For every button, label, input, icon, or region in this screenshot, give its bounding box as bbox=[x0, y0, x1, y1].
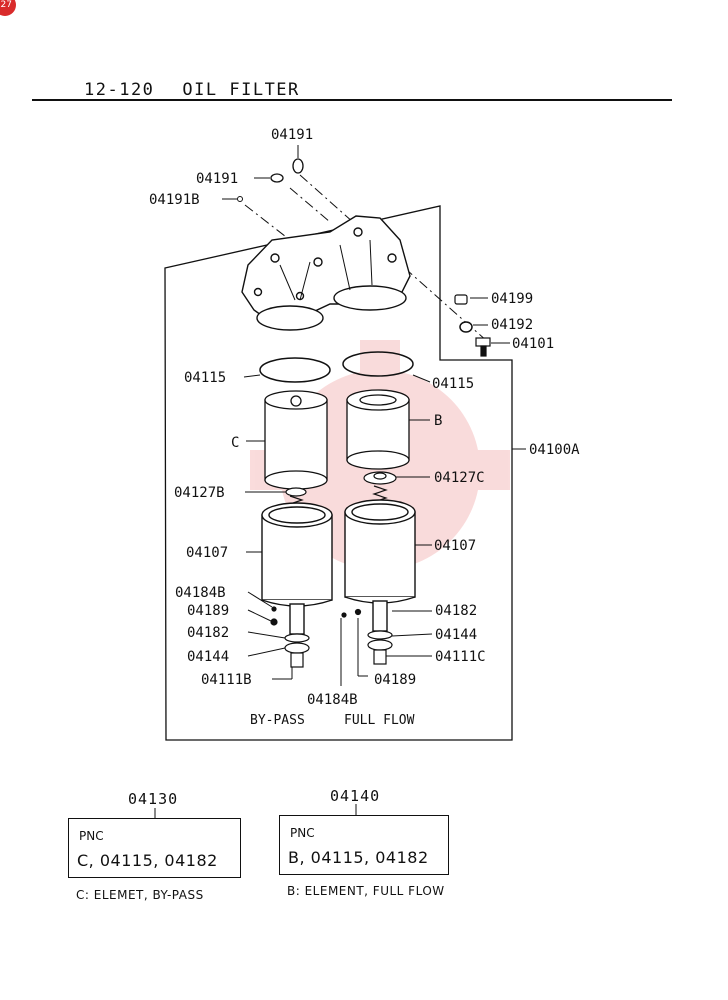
callout-04101: 04101 bbox=[512, 336, 554, 352]
gasket-04115-left bbox=[259, 357, 331, 383]
callout-04127C: 04127C bbox=[434, 470, 485, 486]
header-rule bbox=[32, 99, 672, 101]
gasket-04192 bbox=[459, 321, 473, 333]
callout-04100A: 04100A bbox=[529, 442, 580, 458]
page-header: 12-120 OIL FILTER bbox=[84, 80, 300, 100]
kit-box-04140: PNC B, 04115, 04182 bbox=[279, 815, 449, 875]
callout-04107-right: 04107 bbox=[434, 538, 476, 554]
callout-04191-top: 04191 bbox=[271, 127, 313, 143]
callout-04127B: 04127B bbox=[174, 485, 225, 501]
small-ring-04191B bbox=[237, 196, 243, 202]
case-04107-right bbox=[344, 499, 416, 632]
case-04107-left bbox=[261, 502, 333, 635]
element-c-bypass bbox=[264, 390, 328, 490]
callout-04182-right: 04182 bbox=[435, 603, 477, 619]
caption-bypass: BY-PASS bbox=[250, 713, 305, 728]
filter-head-bracket bbox=[241, 215, 411, 331]
gasket-04115-right bbox=[342, 351, 414, 377]
kit-note-04140: B: ELEMENT, FULL FLOW bbox=[287, 884, 445, 898]
callout-04144-right: 04144 bbox=[435, 627, 477, 643]
callout-element-c: C bbox=[231, 435, 239, 451]
section-title: OIL FILTER bbox=[182, 80, 300, 100]
kit-number-04140: 04140 bbox=[330, 787, 381, 805]
callout-04115-right: 04115 bbox=[432, 376, 474, 392]
callout-04189-right: 04189 bbox=[374, 672, 416, 688]
callout-04192: 04192 bbox=[491, 317, 533, 333]
kit-parts-list: C, 04115, 04182 bbox=[77, 851, 218, 870]
element-b-fullflow bbox=[346, 389, 410, 470]
callout-04191-left: 04191 bbox=[196, 171, 238, 187]
o-ring-04191-top bbox=[292, 158, 304, 174]
kit-pnc-label: PNC bbox=[290, 826, 315, 840]
callout-04115-left: 04115 bbox=[184, 370, 226, 386]
callout-04184B-bottom: 04184B bbox=[307, 692, 358, 708]
callout-04189-left: 04189 bbox=[187, 603, 229, 619]
o-ring-04191-left bbox=[270, 173, 284, 183]
assembly-outline bbox=[164, 205, 513, 741]
callout-04191B: 04191B bbox=[149, 192, 200, 208]
callout-04199: 04199 bbox=[491, 291, 533, 307]
lower-hardware-left bbox=[270, 606, 310, 668]
plug-04199 bbox=[454, 294, 468, 305]
kit-box-04130: PNC C, 04115, 04182 bbox=[68, 818, 241, 878]
callout-04182-left: 04182 bbox=[187, 625, 229, 641]
callout-04144-left: 04144 bbox=[187, 649, 229, 665]
section-code: 12-120 bbox=[84, 80, 155, 100]
caption-fullflow: FULL FLOW bbox=[344, 713, 415, 728]
page-corner-badge: 27 bbox=[0, 0, 16, 16]
leader-lines bbox=[222, 145, 526, 686]
callout-04111C: 04111C bbox=[435, 649, 486, 665]
switch-04101 bbox=[475, 337, 491, 357]
kit-parts-list: B, 04115, 04182 bbox=[288, 848, 429, 867]
callout-element-b: B bbox=[434, 413, 442, 429]
lower-hardware-right bbox=[341, 608, 393, 665]
valve-04127C bbox=[363, 471, 397, 503]
callout-04107-left: 04107 bbox=[186, 545, 228, 561]
kit-note-04130: C: ELEMET, BY-PASS bbox=[76, 888, 204, 902]
kit-pnc-label: PNC bbox=[79, 829, 104, 843]
callout-04184B-left: 04184B bbox=[175, 585, 226, 601]
callout-04111B: 04111B bbox=[201, 672, 252, 688]
kit-number-04130: 04130 bbox=[128, 790, 179, 808]
